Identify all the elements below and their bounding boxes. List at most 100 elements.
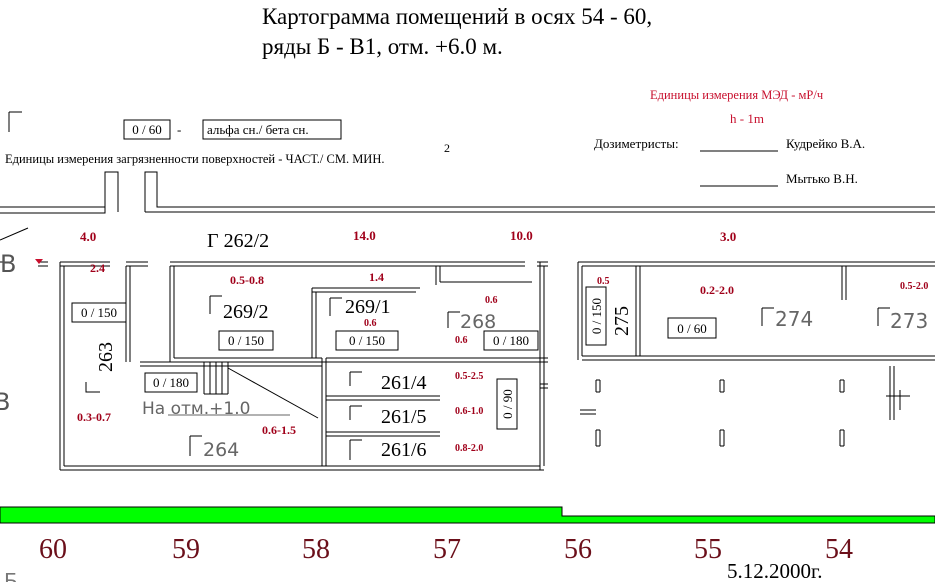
room-264-mark xyxy=(189,435,202,456)
room-261-walls xyxy=(321,357,548,466)
room-273-mark xyxy=(877,307,890,326)
room-269-2-walls xyxy=(169,266,322,363)
legend-sample-box xyxy=(123,119,171,140)
axis-strip xyxy=(0,506,935,524)
dosimetrist-1: Кудрейко В.А. xyxy=(786,136,865,151)
room-269-2-mark xyxy=(209,295,222,314)
marker-triangle-icon xyxy=(35,259,43,264)
left-edge-glyph: В xyxy=(0,388,10,416)
column-stub xyxy=(839,429,845,447)
room-261-4: 261/4 xyxy=(381,372,427,394)
room-275: 275 xyxy=(611,306,633,336)
room-264: 264 xyxy=(203,439,239,461)
contamination-269-2: 0 / 150 xyxy=(228,333,264,348)
left-diagonal xyxy=(0,227,29,241)
room-263-mark xyxy=(85,382,100,393)
dose-261-5: 0.6-1.0 xyxy=(455,406,483,417)
room-261-door-stub xyxy=(540,383,548,389)
left-edge-glyph-top: В xyxy=(0,250,16,278)
ramp-line xyxy=(227,367,319,419)
contamination-269-1: 0 / 150 xyxy=(349,333,385,348)
title-line-1: Картограмма помещений в осях 54 - 60, xyxy=(262,4,652,29)
dose-268-top: 0.6 xyxy=(485,295,498,306)
axis-labels: 60 59 58 57 56 55 54 xyxy=(39,534,853,565)
column-stub xyxy=(719,379,725,393)
room-263-walls xyxy=(59,262,131,470)
contamination-box-269-1 xyxy=(335,330,399,351)
contamination-box-261 xyxy=(496,378,518,430)
elevation-mark: На отм.+1.0 xyxy=(142,399,250,419)
dose-269-1-top: 1.4 xyxy=(369,270,384,284)
bottom-edge-glyph: Б xyxy=(4,569,18,582)
room-261-marks xyxy=(349,371,362,460)
dose-269-1-inner: 0.6 xyxy=(364,318,377,329)
legend-meaning: альфа сн./ бета сн. xyxy=(207,122,309,137)
dose-corridor-b: 14.0 xyxy=(353,228,376,243)
room-268: 268 xyxy=(460,311,496,333)
dose-274: 0.2-2.0 xyxy=(700,283,734,297)
corridor-door-post-left xyxy=(104,171,119,212)
corridor-wall-bottom-left xyxy=(60,261,148,267)
room-268-mark xyxy=(447,311,460,328)
corridor-wall-bottom-mid xyxy=(170,261,525,267)
dose-263: 0.3-0.7 xyxy=(77,410,111,424)
axis-label: 59 xyxy=(172,534,200,565)
room-269-1-mark xyxy=(329,297,342,316)
room-273: 273 xyxy=(890,309,928,333)
axis-label: 56 xyxy=(564,534,592,565)
column-stub xyxy=(595,429,601,447)
dosimetrists-label: Дозиметристы: xyxy=(594,136,679,151)
room-268-walls xyxy=(435,266,532,285)
door-stub xyxy=(580,409,596,415)
room-275-walls xyxy=(577,261,935,360)
room-269-2: 269/2 xyxy=(223,301,269,323)
column-stub xyxy=(595,379,601,393)
room-269-1-walls xyxy=(311,287,420,358)
dose-275: 0.5 xyxy=(597,276,610,287)
room-269-1: 269/1 xyxy=(345,296,391,318)
legend-meaning-box xyxy=(202,119,342,140)
axis-label: 57 xyxy=(433,534,461,565)
dose-263-top: 2.4 xyxy=(90,261,105,275)
walls xyxy=(0,111,935,471)
legend-sample-value: 0 / 60 xyxy=(132,122,162,137)
axis-label: 54 xyxy=(825,534,853,565)
dose-units: Единицы измерения МЭД - мР/ч xyxy=(650,88,823,102)
dose-264: 0.6-1.5 xyxy=(262,423,296,437)
contamination-261: 0 / 90 xyxy=(500,389,515,419)
contamination-box-274 xyxy=(667,317,717,339)
dose-269-2: 0.5-0.8 xyxy=(230,273,264,287)
corridor-wall-top-right xyxy=(144,171,935,213)
axis-label: 58 xyxy=(302,534,330,565)
surface-units: Единицы измерения загрязненности поверхн… xyxy=(5,152,385,166)
dose-268-inner: 0.6 xyxy=(455,335,468,346)
room-261-5: 261/5 xyxy=(381,406,427,428)
contamination-268: 0 / 180 xyxy=(493,333,529,348)
measure-height: h - 1m xyxy=(730,111,764,126)
column-stub xyxy=(839,379,845,393)
building-bottom-wall xyxy=(60,262,545,471)
contamination-box-269-2 xyxy=(218,330,274,351)
dose-261-4: 0.5-2.5 xyxy=(455,371,483,382)
surface-units-superscript: 2 xyxy=(444,141,450,155)
dosimetrist-2: Мытько В.Н. xyxy=(786,171,858,186)
room-261-partitions xyxy=(326,395,440,437)
room-274: 274 xyxy=(775,307,813,331)
room-273-wall xyxy=(841,266,847,300)
dose-corridor-c: 10.0 xyxy=(510,228,533,243)
room-263: 263 xyxy=(95,342,117,372)
room-274-mark xyxy=(761,307,774,326)
contamination-263: 0 / 150 xyxy=(81,305,117,320)
axis-label: 60 xyxy=(39,534,67,565)
right-column xyxy=(886,366,910,420)
axis-label: 55 xyxy=(694,534,722,565)
room-274-walls xyxy=(582,266,935,361)
contamination-box-268 xyxy=(483,330,539,351)
corner-mark-top-left xyxy=(8,111,22,132)
report-date: 5.12.2000г. xyxy=(727,559,823,582)
corridor-wall-top-left xyxy=(0,206,106,214)
legend-dash: - xyxy=(177,122,181,137)
room-262-2: Г 262/2 xyxy=(207,230,269,252)
dose-corridor-d: 3.0 xyxy=(720,229,736,244)
corridor-wall-bottom-stub xyxy=(537,261,548,267)
